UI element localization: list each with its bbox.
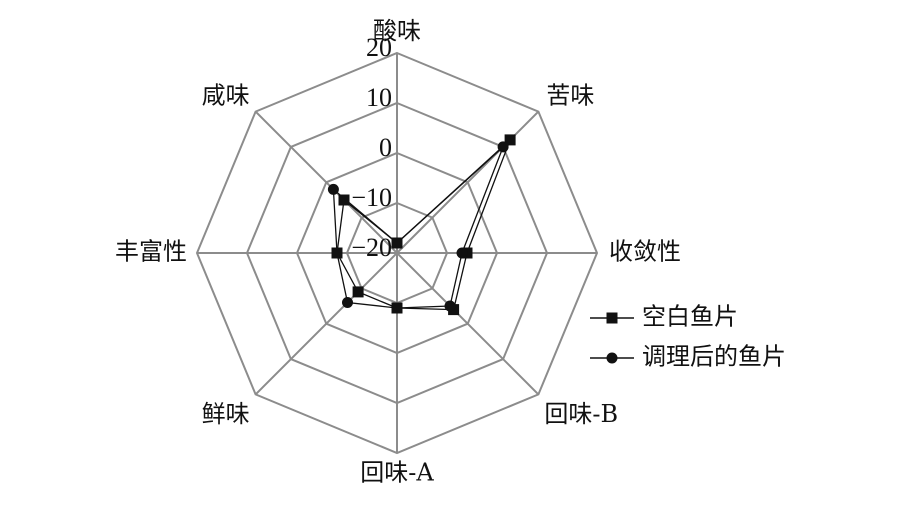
grid-spoke-7 [254,110,398,254]
tick-label-2: 0 [379,133,392,162]
series-1-point-2 [456,247,468,259]
tick-label-4: −20 [351,233,392,262]
series-1-point-6 [331,247,343,259]
axis-label-1: 苦味 [546,82,594,110]
series-1 [327,141,509,314]
axis-label-4: 回味-A [360,459,434,487]
legend-marker-0 [606,312,618,324]
legend-item-0: 空白鱼片 [590,303,738,331]
grid-spoke-5 [254,252,398,396]
tick-label-1: 10 [366,83,392,112]
axis-label-3: 回味-B [544,400,618,428]
axis-label-5: 鲜味 [202,400,250,428]
series-1-point-7 [327,183,339,195]
series-1-point-5 [342,297,353,308]
series-1-point-0 [391,237,403,249]
axis-label-7: 咸味 [202,82,250,110]
series-0-point-1 [504,134,516,146]
series-1-point-3 [444,300,456,312]
data-series [327,134,516,316]
series-0-point-7 [338,194,350,206]
series-0-point-5 [352,286,364,298]
axis-label-6: 丰富性 [115,238,187,266]
series-1-point-4 [391,302,403,314]
axis-label-0: 酸味 [373,17,421,45]
radar-grid [195,51,599,455]
series-1-point-1 [497,141,509,153]
legend-item-1: 调理后的鱼片 [590,343,786,371]
radial-tick-labels: 20 10 0 −10 −20 [351,33,392,262]
tick-label-3: −10 [351,183,392,212]
legend-label-1: 调理后的鱼片 [642,343,786,371]
legend-label-0: 空白鱼片 [642,303,738,331]
axis-label-2: 收敛性 [609,238,681,266]
legend-marker-1 [606,352,618,364]
grid-spoke-3 [396,252,540,396]
tick-label-0: 20 [366,33,392,62]
